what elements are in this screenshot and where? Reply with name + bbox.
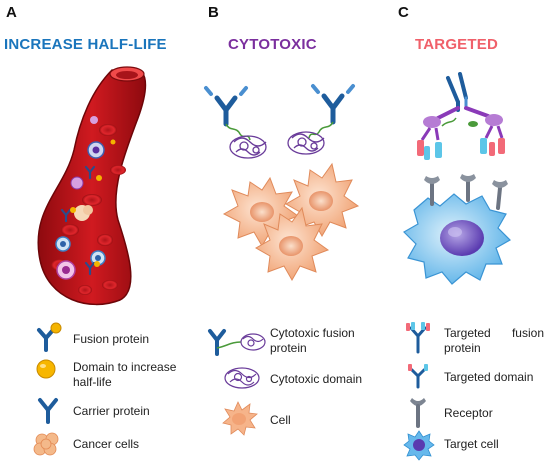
cancer-cells-icon — [33, 432, 59, 456]
carrier-protein-icon — [38, 398, 58, 424]
legend-label-half-life-domain: Domain to increase half-life — [73, 360, 177, 389]
legend-label-targeted-domain: Targeted domain — [444, 370, 534, 384]
legend-label-cell: Cell — [270, 413, 291, 427]
fusion-protein-icon — [37, 322, 62, 352]
legend-label-target-cell: Target cell — [444, 437, 499, 451]
legend-label-cancer-cells: Cancer cells — [73, 437, 140, 451]
half-life-domain-icon — [36, 359, 56, 379]
legend-label-cytotoxic-domain: Cytotoxic domain — [270, 372, 363, 386]
panel-c-letter: C — [398, 4, 409, 21]
targeted-domain-icon — [408, 364, 428, 389]
legend-label-fusion-protein: Fusion protein — [73, 332, 150, 346]
legend-label-cytotoxic-fusion-protein: Cytotoxic fusion protein — [270, 326, 355, 355]
legend-label-carrier-protein: Carrier protein — [73, 404, 150, 418]
receptor-icon — [410, 398, 426, 428]
panel-b-title: CYTOTOXIC — [228, 36, 317, 53]
panel-c-title: TARGETED — [415, 36, 498, 53]
panel-a-title: INCREASE HALF-LIFE — [4, 36, 167, 53]
targeted-fusion-protein-icon — [406, 322, 430, 354]
cytotoxic-domain-icon — [224, 367, 260, 389]
target-cell-icon — [403, 430, 435, 461]
cytotoxic-fusion-protein-icon — [208, 329, 266, 356]
legend-label-targeted-fusion-protein: Targeted fusion protein — [444, 326, 544, 355]
panel-b-letter: B — [208, 4, 219, 21]
legend-label-receptor: Receptor — [444, 406, 493, 420]
panel-a-letter: A — [6, 4, 17, 21]
cell-icon — [222, 401, 258, 436]
